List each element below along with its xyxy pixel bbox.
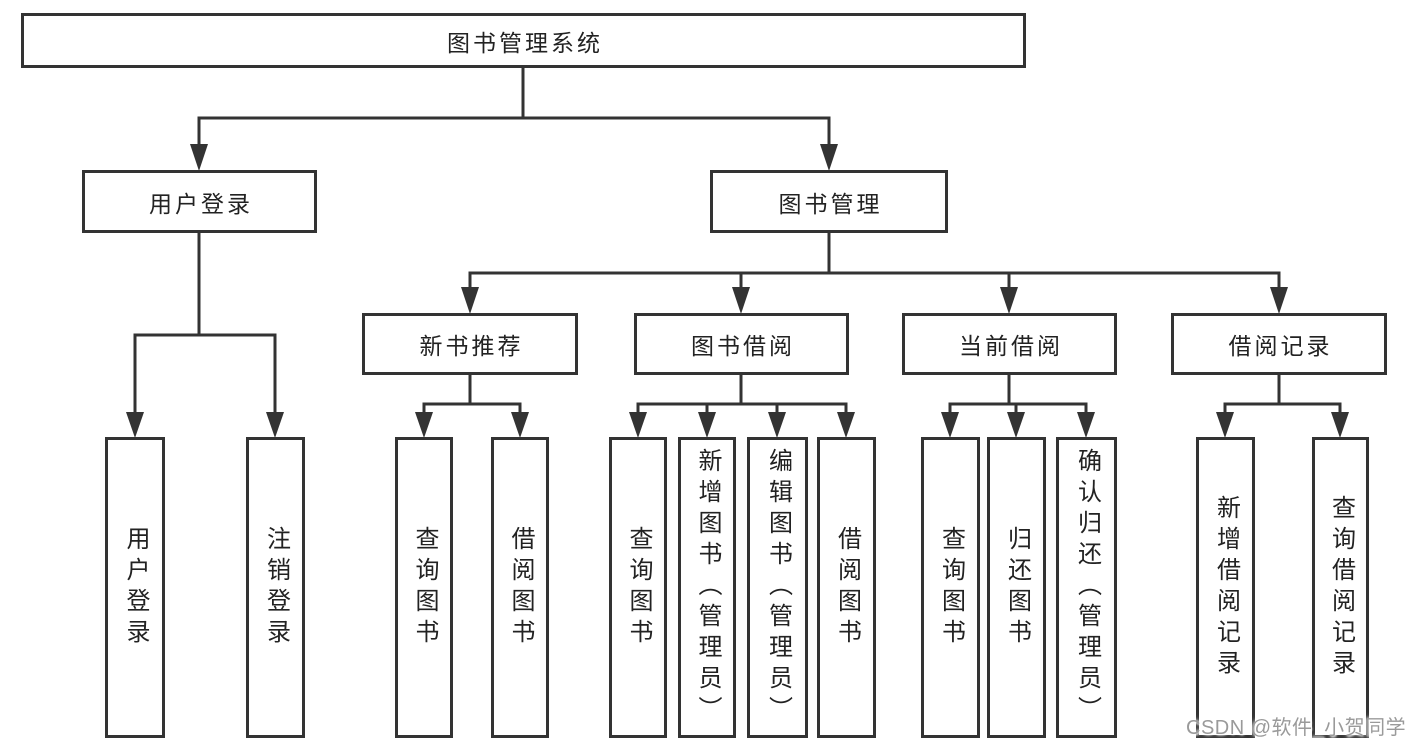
leaf-cb-query-books: 查询图书 bbox=[921, 437, 980, 738]
leaf-br-add-record-label: 新增借阅记录 bbox=[1212, 494, 1240, 681]
csdn-watermark: CSDN @软件_小贺同学 bbox=[1186, 717, 1405, 739]
leaf-cb-query-books-label: 查询图书 bbox=[937, 525, 965, 650]
arrowhead-icons bbox=[126, 144, 1349, 438]
leaf-bb-edit-books-admin-label: 编辑图书（管理员） bbox=[764, 448, 792, 727]
leaf-bb-query-books: 查询图书 bbox=[609, 437, 667, 738]
leaf-nbr-borrow-books-label: 借阅图书 bbox=[507, 525, 534, 650]
tree-edges bbox=[133, 68, 1342, 414]
node-library-management-system-label: 图书管理系统 bbox=[447, 29, 603, 56]
node-book-borrowing: 图书借阅 bbox=[634, 313, 849, 375]
leaf-nbr-query-books-label: 查询图书 bbox=[411, 525, 438, 650]
leaf-logout-label: 注销登录 bbox=[262, 525, 290, 650]
leaf-nbr-query-books: 查询图书 bbox=[395, 437, 453, 738]
leaf-cb-return-books: 归还图书 bbox=[987, 437, 1046, 738]
node-library-management-system: 图书管理系统 bbox=[21, 13, 1026, 68]
leaf-br-add-record: 新增借阅记录 bbox=[1196, 437, 1255, 738]
node-new-book-recommendation: 新书推荐 bbox=[362, 313, 578, 375]
leaf-bb-add-books-admin-label: 新增图书（管理员） bbox=[694, 448, 721, 727]
node-user-login-label: 用户登录 bbox=[149, 190, 253, 217]
leaf-br-query-record: 查询借阅记录 bbox=[1312, 437, 1369, 738]
node-borrowing-records: 借阅记录 bbox=[1171, 313, 1387, 375]
leaf-bb-edit-books-admin: 编辑图书（管理员） bbox=[747, 437, 808, 738]
leaf-user-login-label: 用户登录 bbox=[122, 525, 149, 650]
leaf-bb-borrow-books: 借阅图书 bbox=[817, 437, 876, 738]
leaf-logout: 注销登录 bbox=[246, 437, 305, 738]
leaf-bb-borrow-books-label: 借阅图书 bbox=[833, 525, 861, 650]
node-current-borrowing: 当前借阅 bbox=[902, 313, 1117, 375]
node-borrowing-records-label: 借阅记录 bbox=[1228, 333, 1333, 359]
node-book-management-label: 图书管理 bbox=[778, 190, 883, 217]
node-book-borrowing-label: 图书借阅 bbox=[691, 333, 795, 359]
leaf-cb-confirm-return-admin: 确认归还（管理员） bbox=[1056, 437, 1117, 738]
leaf-cb-confirm-return-admin-label: 确认归还（管理员） bbox=[1073, 448, 1101, 727]
leaf-nbr-borrow-books: 借阅图书 bbox=[491, 437, 549, 738]
leaf-br-query-record-label: 查询借阅记录 bbox=[1327, 494, 1355, 681]
node-current-borrowing-label: 当前借阅 bbox=[959, 333, 1063, 359]
node-book-management: 图书管理 bbox=[710, 170, 948, 233]
leaf-bb-query-books-label: 查询图书 bbox=[625, 525, 652, 650]
leaf-cb-return-books-label: 归还图书 bbox=[1003, 525, 1031, 650]
leaf-user-login: 用户登录 bbox=[105, 437, 165, 738]
node-user-login: 用户登录 bbox=[82, 170, 317, 233]
leaf-bb-add-books-admin: 新增图书（管理员） bbox=[678, 437, 736, 738]
node-new-book-recommendation-label: 新书推荐 bbox=[419, 333, 524, 359]
